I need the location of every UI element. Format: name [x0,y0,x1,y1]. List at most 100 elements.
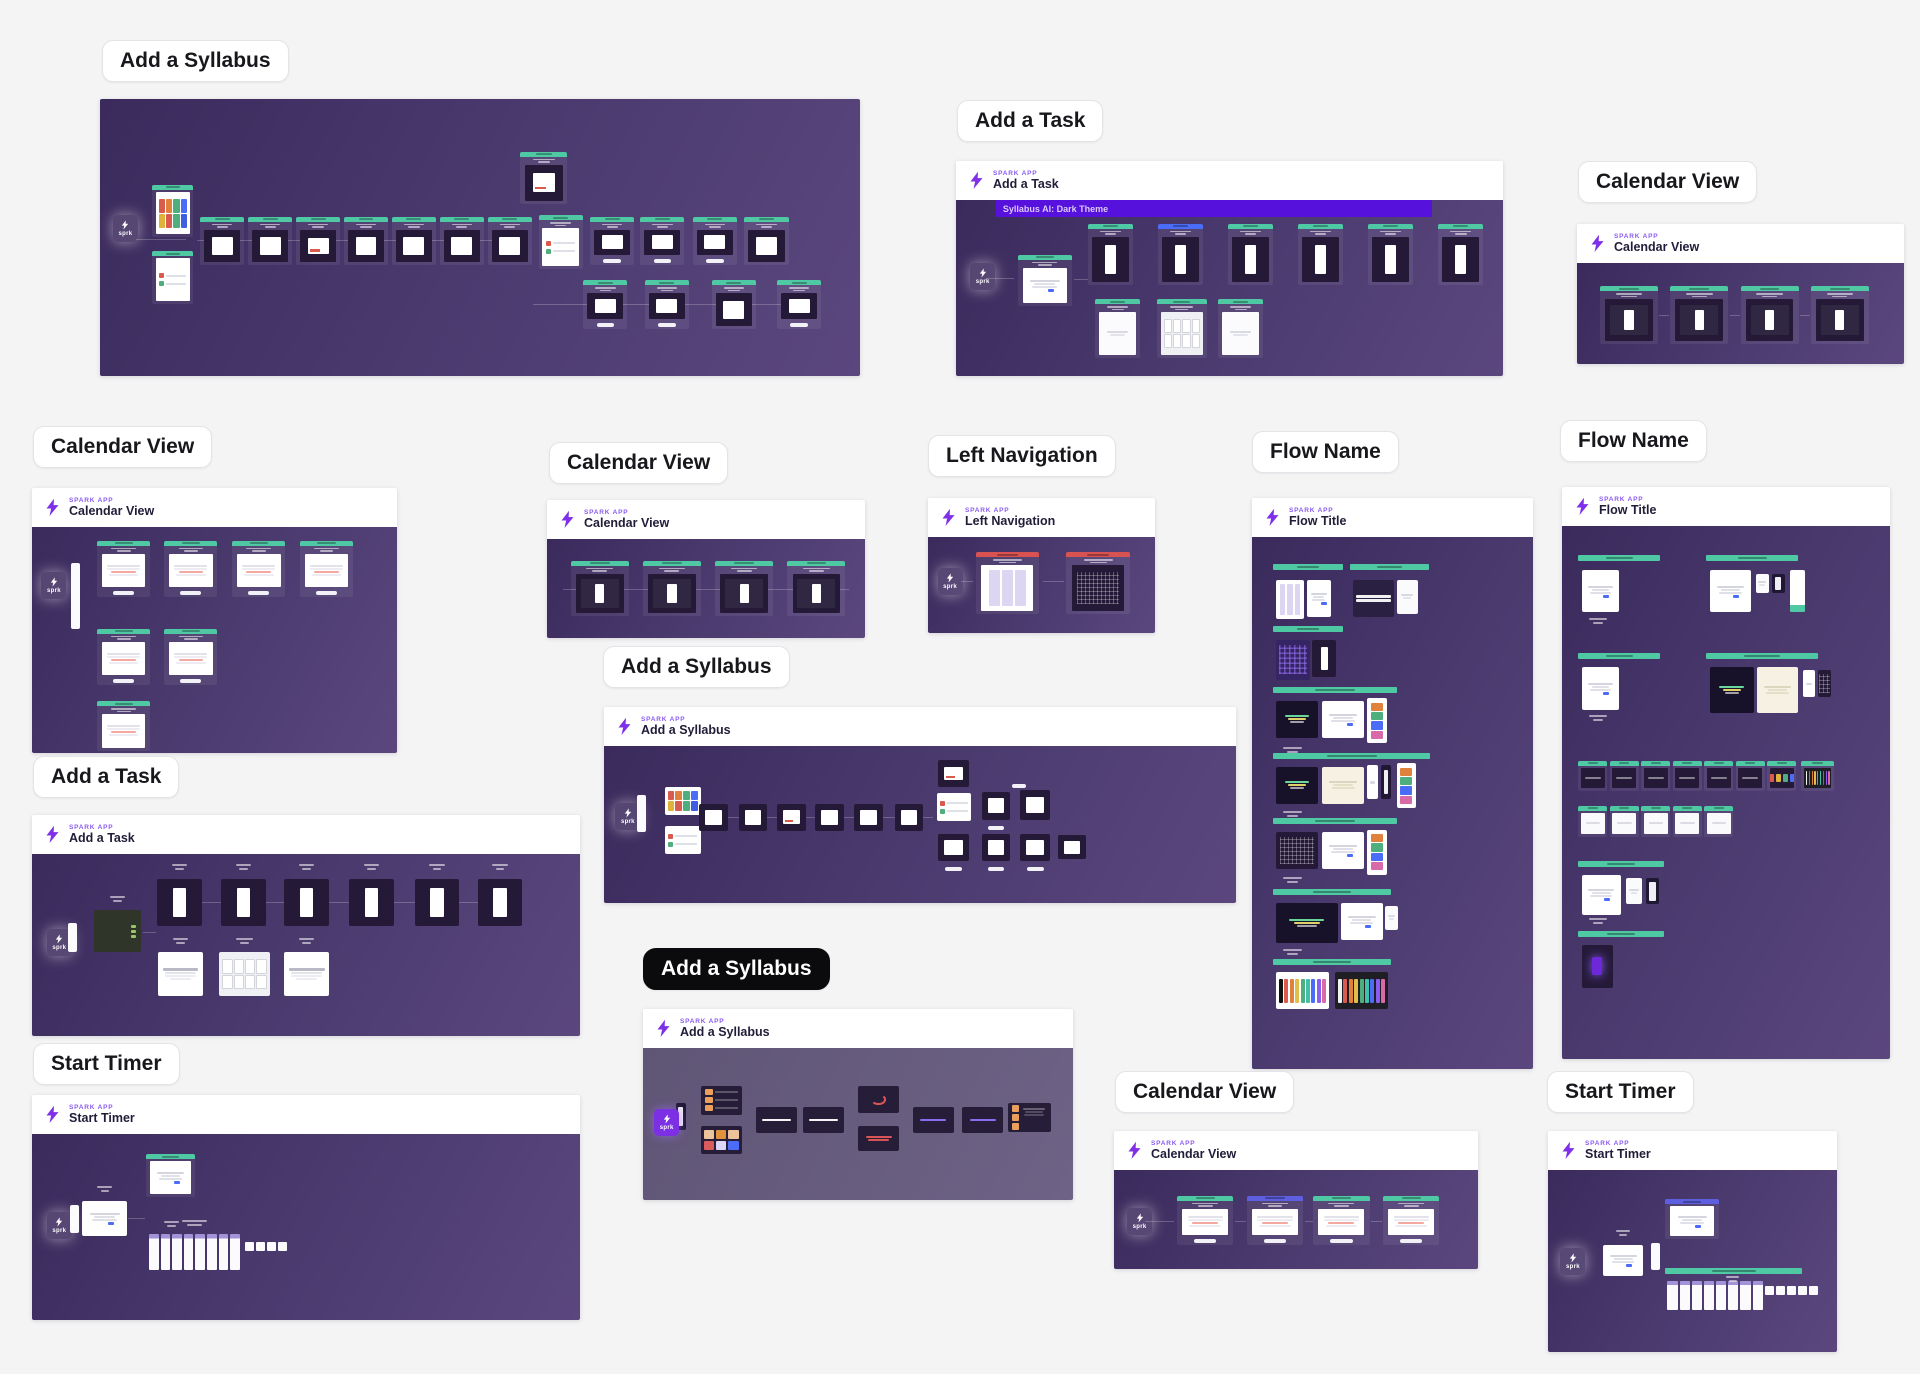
card-caption [1095,304,1140,311]
card-strip-row [149,1234,240,1270]
screen-thumbnail [1094,299,1141,358]
group-header-bar [1273,889,1392,896]
screen-thumbnail [583,280,628,329]
card-header-bar [711,280,756,286]
lightning-bolt-icon [122,220,129,230]
screen-thumbnail [937,833,970,861]
thumbnail-caption [103,895,131,902]
card-screen [395,229,432,263]
flow-label-add-task-left[interactable]: Add a Task [33,756,180,798]
group-header-bar [1273,818,1397,825]
card-header-bar [1437,223,1484,229]
screen-thumbnail [1672,805,1702,837]
frame-content: sprk [32,854,580,1036]
screen-thumbnail [96,540,151,598]
card-screen [1231,236,1270,283]
card-header-bar [1017,254,1072,260]
screen-thumbnail [96,701,151,751]
flow-label-calendar-top-right[interactable]: Calendar View [1578,161,1758,203]
card-header-bar [1801,760,1835,766]
card-screen [156,191,190,235]
flow-label-add-task-top[interactable]: Add a Task [957,100,1104,142]
frame-title: Add a Syllabus [680,1024,770,1039]
card-screen [1769,767,1794,789]
lightning-bolt-icon [1562,1141,1575,1160]
screen-thumbnail [93,910,142,953]
card-screen [696,229,733,256]
card-caption [97,634,150,640]
lightning-bolt-icon [46,1105,59,1124]
lightning-bolt-icon [1576,497,1589,516]
screen-thumbnail [414,878,460,926]
card-screen [1675,299,1724,341]
card-header-bar [296,216,341,222]
thumbnail-caption [91,1186,118,1193]
card-header-bar [1810,286,1869,292]
screen-thumbnail [1641,760,1671,792]
flow-label-flow-title-left[interactable]: Flow Name [1252,431,1399,473]
thumbnail-caption [1276,747,1310,754]
screen-thumbnail [1312,639,1337,677]
thumbnail-caption [1582,617,1615,624]
flow-frame-add-syllabus-1[interactable]: sprk [100,99,860,376]
screen-thumbnail [858,1086,899,1114]
screen-thumbnail [156,878,202,926]
card-header-bar [1578,760,1608,766]
flow-label-calendar-left[interactable]: Calendar View [33,426,213,468]
card-screen [644,229,681,256]
mini-pill [1011,783,1027,788]
connector-line [1729,314,1740,316]
flow-label-add-syllabus-dark[interactable]: Add a Syllabus [643,948,830,990]
screen-thumbnail [1385,905,1399,930]
screen-thumbnail [1019,789,1051,820]
card-screen [101,553,146,588]
screen-thumbnail [152,251,194,304]
screen-thumbnail [1367,698,1387,744]
card-screen [204,229,241,263]
thumbnail-caption [487,864,514,870]
flow-label-calendar-center[interactable]: Calendar View [549,442,729,484]
screen-thumbnail [1665,1199,1719,1240]
screen-thumbnail [1641,805,1671,837]
card-caption [1066,557,1130,564]
screen-thumbnail [1367,829,1387,875]
screen-thumbnail [1645,877,1660,905]
screen-thumbnail [1810,286,1869,344]
card-header-bar [1740,286,1799,292]
card-header-bar [1367,223,1414,229]
card-screen [1675,767,1700,789]
mini-pill [988,866,1005,871]
flow-label-add-syllabus-1[interactable]: Add a Syllabus [102,40,289,82]
card-screen [1371,236,1410,283]
frame-content: sprk [928,537,1155,633]
thumbnail-caption [1276,877,1310,884]
flow-label-add-syllabus-center[interactable]: Add a Syllabus [603,646,790,688]
frame-title: Flow Title [1289,513,1347,528]
flow-label-start-timer-left[interactable]: Start Timer [33,1043,180,1085]
card-screen [101,641,146,676]
flow-label-left-navigation[interactable]: Left Navigation [928,435,1116,477]
card-caption [1298,229,1343,235]
card-caption [248,222,292,228]
connector-line [1800,314,1810,316]
flow-label-calendar-bottom[interactable]: Calendar View [1115,1071,1295,1113]
screen-thumbnail [1157,223,1204,286]
flow-label-start-timer-right[interactable]: Start Timer [1547,1071,1694,1113]
card-screen [981,565,1034,611]
flow-label-flow-title-right[interactable]: Flow Name [1560,420,1707,462]
frame-content [1577,263,1904,364]
card-screen [1643,767,1668,789]
